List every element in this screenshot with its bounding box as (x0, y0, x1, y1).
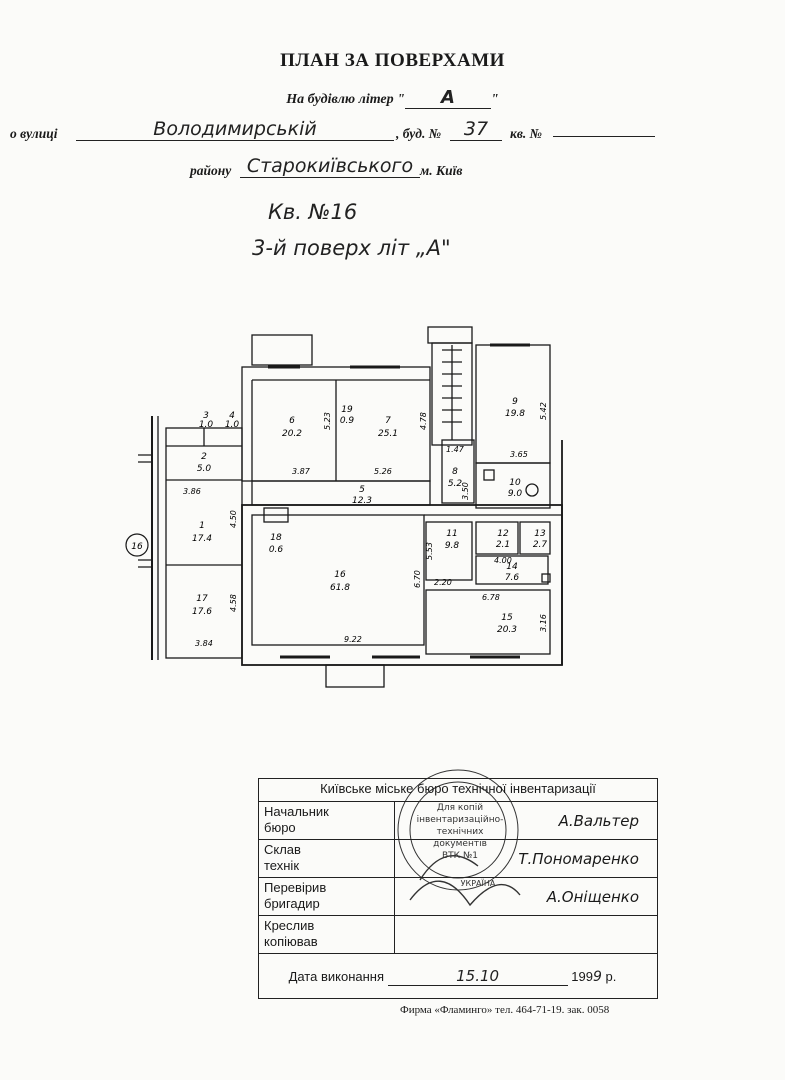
room-labels: 1 17.4 2 5.0 3 1.0 4 1.0 5 12.3 6 20.2 7… (192, 397, 547, 635)
district-label: району (190, 163, 232, 178)
date-value: 15.10 (387, 967, 568, 986)
room-10-num: 10 (509, 478, 521, 488)
svg-text:6.70: 6.70 (413, 570, 422, 588)
room-3-area: 1.0 (199, 420, 214, 430)
svg-text:4.58: 4.58 (229, 594, 238, 612)
room-7-num: 7 (385, 416, 391, 426)
room-8-num: 8 (452, 467, 458, 477)
bti-signature-table: Київське міське бюро технічної інвентари… (258, 778, 658, 999)
room-8-area: 5.2 (448, 479, 463, 489)
room-3-num: 3 (203, 411, 209, 421)
district-value: Старокиївського (240, 155, 420, 178)
room-11-num: 11 (446, 529, 457, 539)
svg-text:9.22: 9.22 (344, 635, 362, 644)
footer-firm: Фирма «Фламинго» тел. 464-71-19. зак. 00… (400, 1004, 610, 1016)
svg-text:5.26: 5.26 (374, 467, 392, 476)
city-label: м. Київ (420, 163, 463, 178)
room-13-num: 13 (534, 529, 546, 539)
room-6-num: 6 (289, 416, 295, 426)
svg-text:5.53: 5.53 (425, 542, 434, 560)
room-11-area: 9.8 (445, 541, 460, 551)
svg-text:4.50: 4.50 (229, 510, 238, 528)
signature-technician: Т.Пономаренко (394, 839, 658, 878)
svg-text:3.16: 3.16 (539, 614, 548, 632)
room-12-area: 2.1 (496, 540, 510, 550)
building-prefix: На будівлю літер " (286, 92, 405, 107)
room-19-area: 0.9 (340, 416, 355, 426)
svg-text:4.78: 4.78 (419, 412, 428, 430)
signature-chief: А.Вальтер (394, 801, 658, 840)
building-line: На будівлю літер "А" (0, 87, 785, 109)
svg-text:3.50: 3.50 (461, 482, 470, 500)
room-1-num: 1 (199, 521, 205, 531)
axis-circle (125, 533, 149, 557)
svg-text:5.42: 5.42 (539, 402, 548, 420)
room-2-area: 5.0 (197, 464, 212, 474)
apartment-label: кв. № (510, 126, 542, 141)
building-letter: А (404, 87, 491, 109)
room-5-num: 5 (359, 485, 365, 495)
svg-text:3.84: 3.84 (195, 639, 213, 648)
page-title: ПЛАН ЗА ПОВЕРХАМИ (280, 50, 505, 71)
room-9-area: 19.8 (505, 409, 525, 419)
room-13-area: 2.7 (533, 540, 548, 550)
building-suffix: " (490, 92, 499, 107)
office-header: Київське міське бюро технічної інвентари… (258, 778, 658, 802)
svg-text:4.00: 4.00 (494, 556, 512, 565)
date-row: Дата виконання 15.10 1999 р. (258, 953, 658, 999)
svg-text:2.20: 2.20 (434, 578, 452, 587)
svg-text:3.87: 3.87 (292, 467, 311, 476)
room-14-area: 7.6 (505, 573, 520, 583)
floor-annotation: 3-й поверх літ „А" (252, 236, 451, 260)
street-value: Володимирській (76, 118, 394, 141)
apartment-annotation: Кв. №16 (268, 200, 358, 224)
street-label: о вулиці (10, 126, 58, 141)
room-19-num: 19 (341, 405, 353, 415)
room-5-area: 12.3 (352, 496, 372, 506)
room-2-num: 2 (201, 452, 207, 462)
room-7-area: 25.1 (378, 429, 398, 439)
dimension-labels: 3.86 4.50 4.58 3.84 5.23 3.87 5.26 4.78 … (183, 402, 548, 648)
svg-text:6.78: 6.78 (482, 593, 500, 602)
room-15-area: 20.3 (497, 625, 517, 635)
year-prefix: 199 (571, 968, 593, 984)
house-value: 37 (450, 118, 502, 141)
room-10-area: 9.0 (508, 489, 523, 499)
axis-label: 16 (131, 542, 143, 552)
room-16-num: 16 (334, 570, 346, 580)
room-15-num: 15 (501, 613, 513, 623)
room-1-area: 17.4 (192, 534, 212, 544)
room-17-area: 17.6 (192, 607, 212, 617)
room-12-num: 12 (497, 529, 509, 539)
svg-text:1.47: 1.47 (446, 445, 465, 454)
year-digit: 9 (592, 968, 602, 985)
signature-checker: А.Оніщенко (394, 877, 658, 916)
room-6-area: 20.2 (282, 429, 302, 439)
room-18-area: 0.6 (269, 545, 284, 555)
room-9-num: 9 (512, 397, 518, 407)
signature-draftsman (394, 915, 658, 954)
room-4-num: 4 (229, 411, 235, 421)
house-label: , буд. № (396, 126, 442, 141)
room-4-area: 1.0 (225, 420, 240, 430)
date-label: Дата виконання (288, 968, 384, 984)
room-18-num: 18 (270, 533, 282, 543)
svg-text:3.65: 3.65 (510, 450, 528, 459)
apartment-blank (553, 135, 655, 137)
svg-text:3.86: 3.86 (183, 487, 201, 496)
room-14-num: 14 (506, 562, 518, 572)
svg-text:5.23: 5.23 (323, 412, 332, 430)
room-17-num: 17 (196, 594, 208, 604)
room-16-area: 61.8 (330, 583, 350, 593)
year-suffix: р. (605, 968, 617, 984)
